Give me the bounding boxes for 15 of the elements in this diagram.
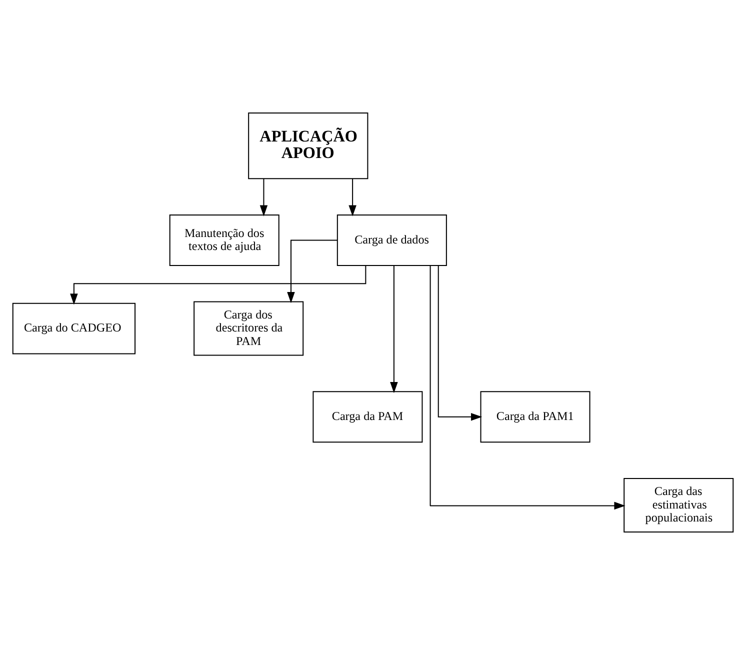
arrow [390, 266, 398, 394]
arrow [260, 178, 268, 216]
node-box: Carga da PAM [312, 391, 423, 443]
node-box: Manutenção dos textos de ajuda [169, 214, 280, 266]
arrow [438, 266, 482, 421]
node-box: Carga de dados [336, 214, 447, 266]
node-box: Carga das estimativas populacionais [624, 478, 734, 532]
node-box: Carga do CADGEO [12, 302, 136, 354]
node-box: APLICAÇÃO APOIO [248, 112, 368, 180]
node-box: Carga dos descritores da PAM [194, 301, 304, 356]
node-box: Carga da PAM1 [480, 391, 590, 443]
arrow [287, 240, 338, 304]
arrow [70, 265, 366, 305]
arrow [348, 178, 356, 216]
arrow [430, 266, 626, 510]
